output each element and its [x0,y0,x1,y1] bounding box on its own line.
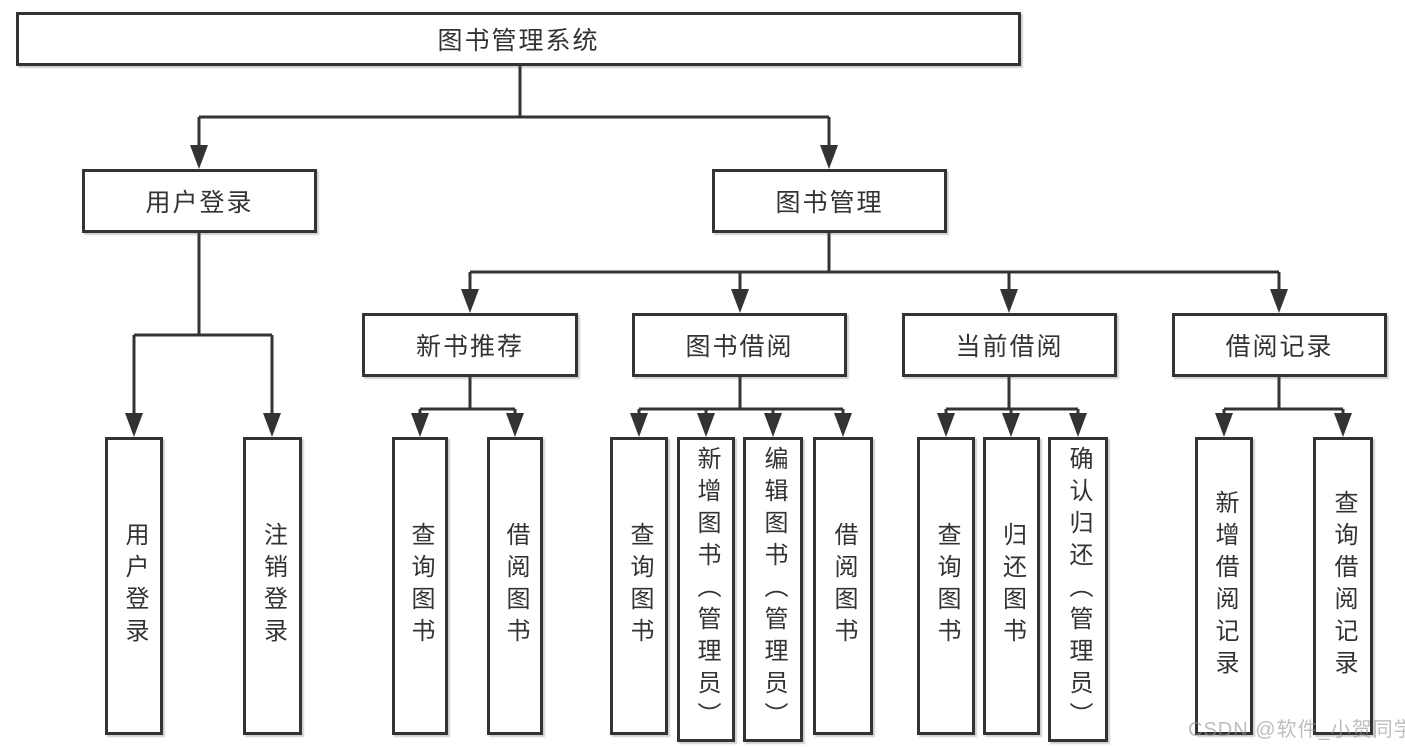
leaf-current-return-books: 归还图书 [983,437,1040,735]
arrow-down-icon [630,413,852,437]
node-current-borrow: 当前借阅 [902,313,1117,377]
leaf-label: 借阅图书 [502,522,529,650]
connector-new-book-branch [411,377,524,437]
node-label: 借阅记录 [1225,333,1334,361]
node-user-login: 用户登录 [82,169,317,233]
arrow-down-icon [461,289,1288,313]
connector-lines [418,377,517,418]
leaf-records-add-record: 新增借阅记录 [1195,437,1253,735]
connector-lines [197,66,831,150]
node-label: 用户登录 [145,189,254,217]
connector-lines [637,377,845,418]
connector-user-login-branch [125,233,281,437]
leaf-label: 查询图书 [407,522,434,650]
node-label: 当前借阅 [955,333,1064,361]
node-book-borrow: 图书借阅 [632,313,847,377]
connector-root-to-level1 [190,66,838,169]
leaf-records-query-record: 查询借阅记录 [1313,437,1373,735]
connector-borrow-records-branch [1215,377,1352,437]
connector-book-management-branch [461,233,1288,313]
node-label: 图书管理 [775,189,884,217]
leaf-label: 确认归还（管理员） [1065,445,1092,734]
leaf-label: 编辑图书（管理员） [760,445,787,734]
leaf-current-confirm-return-admin: 确认归还（管理员） [1048,437,1108,742]
arrow-down-icon [1215,413,1352,437]
arrow-down-icon [190,145,838,169]
leaf-label: 用户登录 [121,522,148,650]
leaf-borrow-add-books-admin: 新增图书（管理员） [677,437,735,742]
node-label: 新书推荐 [415,333,524,361]
node-root-label: 图书管理系统 [437,27,600,55]
leaf-label: 归还图书 [998,522,1026,650]
connector-book-borrow-branch [630,377,852,437]
connector-lines [1222,377,1345,418]
connector-lines [468,233,1281,294]
leaf-label: 查询图书 [933,522,960,650]
node-root: 图书管理系统 [16,12,1021,66]
connector-current-borrow-branch [937,377,1087,437]
arrow-down-icon [411,413,524,437]
leaf-user-login: 用户登录 [105,437,163,735]
node-label: 图书借阅 [685,333,794,361]
leaf-label: 借阅图书 [830,522,857,650]
arrow-down-icon [937,413,1087,437]
leaf-borrow-borrow-books: 借阅图书 [813,437,873,735]
leaf-borrow-edit-books-admin: 编辑图书（管理员） [743,437,803,742]
csdn-watermark: CSDN @软件_小贺同学 [1188,719,1405,741]
leaf-label: 新增借阅记录 [1211,490,1238,682]
leaf-label: 注销登录 [259,522,287,650]
leaf-label: 查询借阅记录 [1330,490,1357,682]
leaf-newbook-borrow-books: 借阅图书 [487,437,543,735]
leaf-borrow-query-books: 查询图书 [610,437,668,735]
connector-lines [944,377,1080,418]
leaf-current-query-books: 查询图书 [917,437,975,735]
leaf-newbook-query-books: 查询图书 [392,437,448,735]
connector-lines [132,233,274,418]
leaf-label: 查询图书 [626,522,653,650]
arrow-down-icon [125,413,281,437]
leaf-logout: 注销登录 [243,437,302,735]
node-borrow-records: 借阅记录 [1172,313,1387,377]
leaf-label: 新增图书（管理员） [693,445,720,734]
node-new-book-recommend: 新书推荐 [362,313,578,377]
node-book-management: 图书管理 [712,169,947,233]
